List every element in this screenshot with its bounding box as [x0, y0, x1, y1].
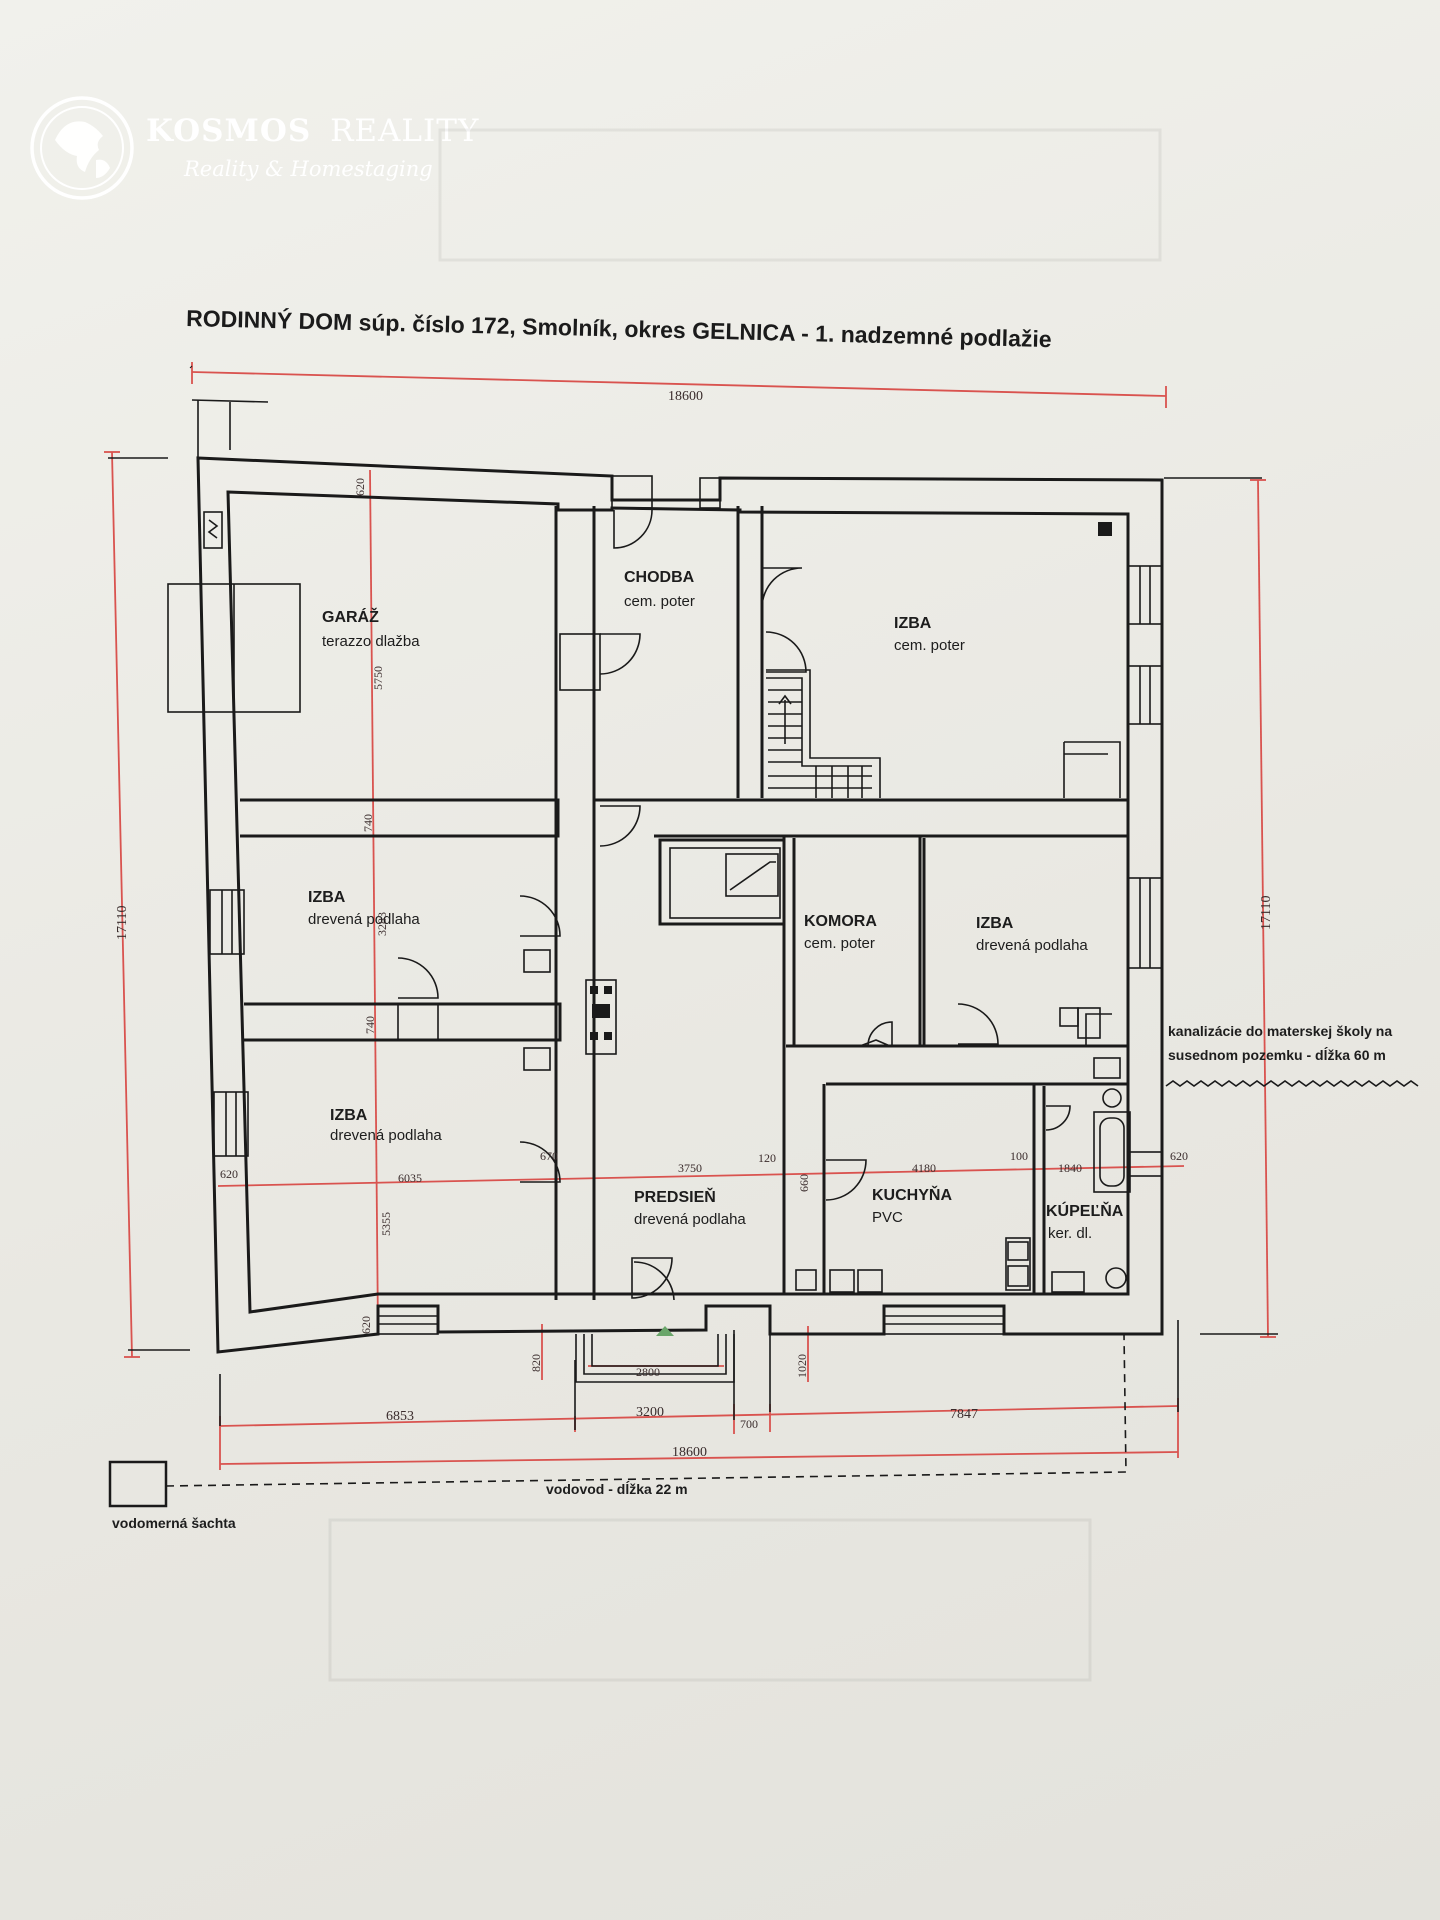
dim-corridor-740-b: 740 — [363, 1016, 377, 1034]
room-floor-izba-w1: drevená podlaha — [308, 911, 420, 928]
room-floor-kupelna: ker. dl. — [1048, 1225, 1092, 1242]
note-sewer-line2: susednom pozemku - dĺžka 60 m — [1168, 1046, 1386, 1063]
room-floor-izba-w2: drevená podlaha — [330, 1127, 442, 1144]
note-sewer-line1: kanalizácie do materskej školy na — [1168, 1023, 1392, 1039]
dim-wall-620-left: 620 — [220, 1167, 238, 1181]
dim-width-670: 670 — [540, 1149, 558, 1163]
meter-shaft-box — [108, 1460, 168, 1508]
dim-step-1020: 1020 — [795, 1354, 809, 1378]
entrance-steps — [575, 1334, 735, 1383]
globe-icon — [30, 96, 134, 200]
interior-walls — [240, 506, 1128, 1300]
water-pipe — [165, 1333, 1127, 1487]
room-floor-garaz: terazzo dlažba — [322, 633, 420, 650]
dim-garage-depth: 5750 — [371, 666, 385, 690]
dim-width-4180: 4180 — [912, 1161, 936, 1175]
room-name-komora: KOMORA — [804, 913, 877, 930]
dim-width-120: 120 — [758, 1151, 776, 1165]
dim-step-820: 820 — [529, 1354, 543, 1372]
utility-notes: kanalizácie do materskej školy na susedn… — [108, 1023, 1419, 1531]
dim-width-1840: 1840 — [1058, 1161, 1082, 1175]
room-labels: GARÁŽ terazzo dlažba CHODBA cem. poter I… — [308, 569, 1124, 1242]
room-floor-izba-e: drevená podlaha — [976, 937, 1088, 954]
outer-walls — [167, 399, 1164, 1354]
room-floor-chodba: cem. poter — [624, 593, 695, 610]
doors — [397, 509, 1112, 1301]
svg-text:KOSMOS REALITY: KOSMOS REALITY — [146, 113, 479, 149]
dimension-labels: 18600 17110 17110 620 5750 740 3283 740 … — [115, 389, 1274, 1460]
dim-bottom-6853: 6853 — [386, 1409, 414, 1424]
dim-width-6035: 6035 — [398, 1171, 422, 1185]
staircase — [768, 689, 872, 798]
dim-room-3283: 3283 — [375, 912, 389, 936]
paper-show-through — [328, 128, 1162, 1682]
dim-wall-620-right: 620 — [1170, 1149, 1188, 1163]
room-floor-izba-ne: cem. poter — [894, 637, 965, 654]
logo-brand-bold: KOSMOS — [146, 113, 311, 149]
dim-step-2800: 2800 — [636, 1365, 660, 1379]
logo-tagline: Reality & Homestaging — [183, 157, 433, 181]
kosmos-logo: KOSMOS REALITY Reality & Homestaging — [30, 96, 479, 200]
note-meter-shaft: vodomerná šachta — [112, 1515, 236, 1531]
logo-brand-light: REALITY — [330, 113, 479, 149]
room-name-izba-e: IZBA — [976, 915, 1014, 932]
room-name-predsien: PREDSIEŇ — [634, 1187, 716, 1206]
room-name-izba-w2: IZBA — [330, 1107, 368, 1124]
dim-top-total: 18600 — [668, 389, 703, 404]
dim-wall-620-top: 620 — [353, 478, 367, 496]
fixtures — [523, 853, 1131, 1336]
dim-width-660: 660 — [797, 1174, 811, 1192]
room-name-kuchyna: KUCHYŇA — [872, 1185, 952, 1204]
dim-bottom-total: 18600 — [672, 1445, 707, 1460]
dim-width-3750: 3750 — [678, 1161, 702, 1175]
room-name-chodba: CHODBA — [624, 569, 695, 586]
dim-corridor-740-a: 740 — [361, 814, 375, 832]
room-name-izba-w1: IZBA — [308, 889, 346, 906]
dim-width-100: 100 — [1010, 1149, 1028, 1163]
dim-bottom-700: 700 — [740, 1417, 758, 1431]
note-water: vodovod - dĺžka 22 m — [546, 1480, 688, 1497]
dim-bottom-7847: 7847 — [950, 1407, 978, 1422]
plan-title: RODINNÝ DOM súp. číslo 172, Smolník, okr… — [186, 304, 1052, 352]
sewer-pipe — [1165, 1080, 1419, 1087]
windows — [209, 475, 1163, 1335]
dim-wall-620-bottom: 620 — [359, 1316, 373, 1334]
room-name-izba-ne: IZBA — [894, 615, 932, 632]
room-name-kupelna: KÚPEĽŇA — [1046, 1201, 1124, 1220]
dim-right-total: 17110 — [1259, 896, 1274, 930]
room-floor-kuchyna: PVC — [872, 1209, 903, 1226]
dim-bottom-3200: 3200 — [636, 1405, 664, 1420]
dim-left-total: 17110 — [115, 906, 130, 940]
dim-room-5355: 5355 — [379, 1212, 393, 1236]
room-floor-komora: cem. poter — [804, 935, 875, 952]
room-name-garaz: GARÁŽ — [322, 607, 379, 626]
room-floor-predsien: drevená podlaha — [634, 1211, 746, 1228]
